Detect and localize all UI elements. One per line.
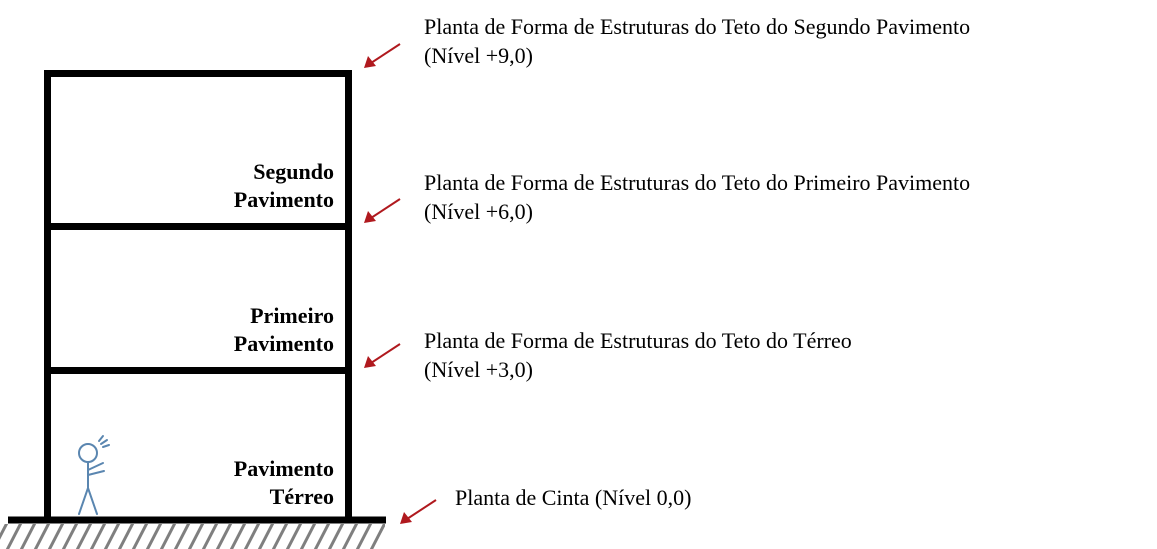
floor-label-line: Pavimento <box>233 456 334 481</box>
floor-label-primeiro: Primeiro Pavimento <box>234 302 334 358</box>
plan-level: (Nível +6,0) <box>424 199 533 224</box>
arrow-icon <box>364 43 401 68</box>
person-icon <box>78 435 110 515</box>
plan-name: Planta de Cinta (Nível 0,0) <box>455 485 692 510</box>
arrow-icon <box>364 198 401 223</box>
plan-label-teto-segundo: Planta de Forma de Estruturas do Teto do… <box>424 12 970 70</box>
floor-label-line: Segundo <box>253 159 334 184</box>
arrow-icon <box>364 343 401 368</box>
floor-label-segundo: Segundo Pavimento <box>234 158 334 214</box>
plan-label-teto-terreo: Planta de Forma de Estruturas do Teto do… <box>424 326 852 384</box>
plan-name: Planta de Forma de Estruturas do Teto do… <box>424 328 852 353</box>
plan-label-cinta: Planta de Cinta (Nível 0,0) <box>455 483 691 512</box>
ground-hatch <box>0 524 385 549</box>
floor-label-line: Pavimento <box>233 187 334 212</box>
plan-label-teto-primeiro: Planta de Forma de Estruturas do Teto do… <box>424 168 970 226</box>
floor-label-line: Primeiro <box>250 303 334 328</box>
floor-label-line: Térreo <box>269 484 334 509</box>
floor-label-line: Pavimento <box>233 331 334 356</box>
plan-name: Planta de Forma de Estruturas do Teto do… <box>424 14 971 39</box>
arrow-icon <box>400 499 437 524</box>
plan-level: (Nível +9,0) <box>424 43 533 68</box>
floor-label-terreo: Pavimento Térreo <box>234 455 334 511</box>
plan-name: Planta de Forma de Estruturas do Teto do… <box>424 170 971 195</box>
plan-level: (Nível +3,0) <box>424 357 533 382</box>
